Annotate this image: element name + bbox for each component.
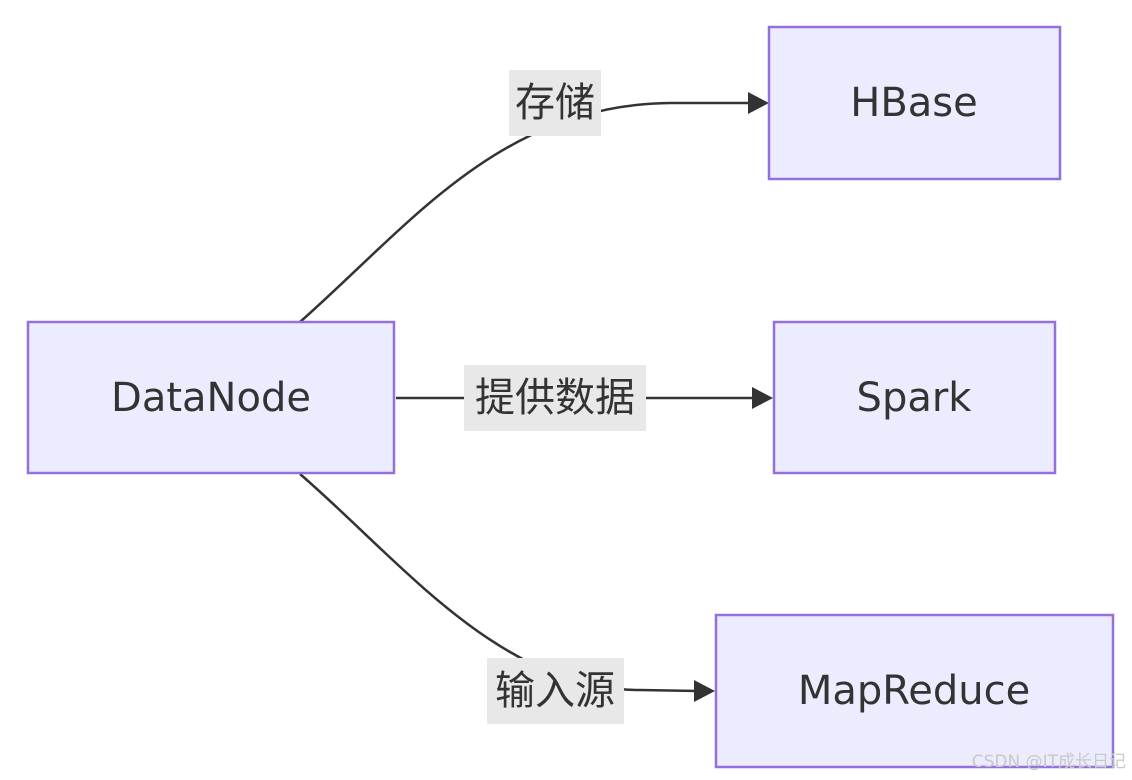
edge-label-provide-data: 提供数据 <box>464 365 646 431</box>
edge-datanode-to-hbase <box>299 101 752 323</box>
svg-text:存储: 存储 <box>515 80 595 126</box>
watermark-text: CSDN @IT成长日记 <box>971 752 1126 772</box>
svg-text:HBase: HBase <box>850 80 977 126</box>
edge-label-storage: 存储 <box>509 70 601 136</box>
arrowhead-mapreduce <box>694 680 715 702</box>
node-spark[interactable]: Spark <box>772 320 1057 475</box>
svg-text:Spark: Spark <box>857 375 973 421</box>
svg-text:MapReduce: MapReduce <box>798 668 1030 714</box>
svg-text:提供数据: 提供数据 <box>475 375 635 421</box>
node-datanode[interactable]: DataNode <box>26 320 396 475</box>
svg-text:DataNode: DataNode <box>111 375 311 421</box>
svg-text:输入源: 输入源 <box>495 668 615 714</box>
node-hbase[interactable]: HBase <box>767 25 1062 181</box>
node-mapreduce[interactable]: MapReduce <box>714 613 1115 769</box>
edge-label-input-source: 输入源 <box>487 658 624 724</box>
arrowhead-hbase <box>748 92 769 114</box>
arrowhead-spark <box>752 387 773 409</box>
